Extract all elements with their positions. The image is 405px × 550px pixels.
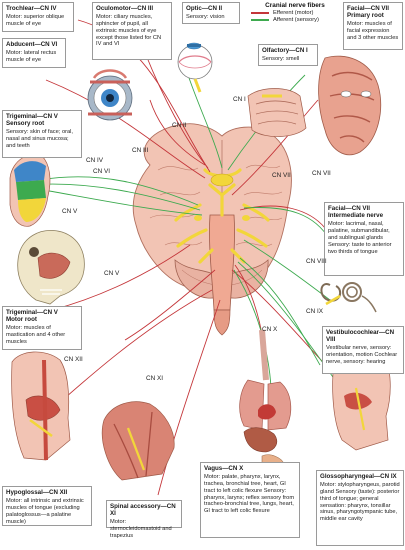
label-cn-viii: CN VIII <box>306 258 327 265</box>
facial-intermediate-text: Motor: lacrimal, nasal, palatine, subman… <box>328 221 392 255</box>
trigeminal-motor-subtitle: Motor root <box>6 316 37 324</box>
label-cn-xii: CN XII <box>64 356 83 363</box>
spinal-accessory-text: Motor: sternocleidomastoid and trapezius <box>110 519 172 539</box>
neck-muscles-illustration <box>101 401 175 481</box>
olfactory-text: Sensory: smell <box>262 56 300 63</box>
vestibulocochlear-box: Vestibulocochlear—CN VIII Vestibular ner… <box>322 326 404 374</box>
visceral-organs-illustration <box>239 329 292 469</box>
vestibulocochlear-title: Vestibulocochlear—CN VIII <box>326 329 395 344</box>
trigeminal-sensory-title: Trigeminal—CN V <box>6 113 58 120</box>
hypoglossal-box: Hypoglossal—CN XII Motor: all intrinsic … <box>2 486 92 526</box>
label-cn-v-motor: CN V <box>104 270 120 277</box>
inner-ear-illustration <box>320 282 377 313</box>
abducent-title: Abducent—CN VI <box>6 41 58 48</box>
label-cn-i: CN I <box>233 96 246 103</box>
facial-primary-text: Motor: muscles of facial expression and … <box>347 21 399 41</box>
facial-primary-title: Facial—CN VII <box>347 5 389 12</box>
vestibulocochlear-text: Vestibular nerve, sensory: orientation, … <box>326 345 398 365</box>
facial-muscles-illustration <box>318 55 382 156</box>
label-cn-vii-outer: CN VII <box>312 170 331 177</box>
label-cn-v-sensory: CN V <box>62 208 78 215</box>
facial-intermediate-title: Facial—CN VII <box>328 205 370 212</box>
skull-mastication-illustration <box>17 230 85 305</box>
label-cn-iii: CN III <box>132 147 149 154</box>
facial-primary-subtitle: Primary root <box>347 12 384 20</box>
facial-intermediate-subtitle: Intermediate nerve <box>328 212 384 220</box>
spinal-accessory-box: Spinal accessory—CN XI Motor: sternoclei… <box>106 500 182 539</box>
spinal-accessory-title: Spinal accessory—CN XI <box>110 503 176 518</box>
label-cn-vi: CN VI <box>93 168 111 175</box>
oculomotor-box: Oculomotor—CN III Motor: ciliary muscles… <box>92 2 172 60</box>
trigeminal-sensory-subtitle: Sensory root <box>6 120 45 128</box>
trigeminal-sensory-box: Trigeminal—CN V Sensory root Sensory: sk… <box>2 110 82 158</box>
abducent-text: Motor: lateral rectus muscle of eye <box>6 50 57 63</box>
trochlear-title: Trochlear—CN IV <box>6 5 57 12</box>
trigeminal-sensory-text: Sensory: skin of face; oral, nasal and s… <box>6 129 74 149</box>
olfactory-box: Olfactory—CN I Sensory: smell <box>258 44 318 66</box>
optic-text: Sensory: vision <box>186 14 225 21</box>
glossopharyngeal-title: Glossopharyngeal—CN IX <box>320 473 397 480</box>
glossopharyngeal-text: Motor: stylopharyngeus, parotid gland Se… <box>320 482 400 523</box>
trigeminal-face-regions-illustration <box>9 154 51 227</box>
eye-muscles-illustration <box>87 69 133 121</box>
label-cn-ix: CN IX <box>306 308 324 315</box>
oculomotor-title: Oculomotor—CN III <box>96 5 154 12</box>
nasal-cavity-illustration <box>247 88 307 137</box>
facial-intermediate-box: Facial—CN VII Intermediate nerve Motor: … <box>324 202 404 276</box>
glossopharyngeal-box: Glossopharyngeal—CN IX Motor: stylophary… <box>316 470 404 546</box>
label-cn-xi: CN XI <box>146 375 164 382</box>
label-cn-vii-inner: CN VII <box>272 172 291 179</box>
trochlear-box: Trochlear—CN IV Motor: superior oblique … <box>2 2 74 32</box>
vagus-text: Motor: palate, pharynx, larynx, trachea,… <box>204 474 295 515</box>
efferent-fibers <box>39 19 341 496</box>
legend-afferent: Afferent (sensory) <box>247 17 343 23</box>
legend-efferent: Efferent (motor) <box>247 10 343 16</box>
efferent-line-swatch <box>251 12 269 14</box>
trochlear-text: Motor: superior oblique muscle of eye <box>6 14 65 27</box>
trigeminal-motor-title: Trigeminal—CN V <box>6 309 58 316</box>
brain-inferior-view <box>132 123 292 336</box>
optic-eyeball-illustration <box>177 42 213 93</box>
legend-afferent-label: Afferent (sensory) <box>273 17 319 23</box>
olfactory-title: Olfactory—CN I <box>262 47 308 54</box>
vagus-title: Vagus—CN X <box>204 465 244 472</box>
label-cn-ii: CN II <box>172 122 187 129</box>
trigeminal-motor-text: Motor: muscles of mastication and 4 othe… <box>6 325 66 345</box>
label-cn-iv: CN IV <box>86 157 104 164</box>
hypoglossal-text: Motor: all intrinsic and extrinsic muscl… <box>6 498 84 525</box>
afferent-line-swatch <box>251 19 269 21</box>
label-cn-x: CN X <box>262 326 278 333</box>
oculomotor-text: Motor: ciliary muscles, sphincter of pup… <box>96 14 162 48</box>
legend-title: Cranial nerve fibers <box>265 2 325 9</box>
fiber-legend: Cranial nerve fibers Efferent (motor) Af… <box>247 2 343 30</box>
legend-efferent-label: Efferent (motor) <box>273 10 314 16</box>
optic-title: Optic—CN II <box>186 5 223 12</box>
abducent-box: Abducent—CN VI Motor: lateral rectus mus… <box>2 38 66 68</box>
optic-box: Optic—CN II Sensory: vision <box>182 2 240 24</box>
facial-primary-box: Facial—CN VII Primary root Motor: muscle… <box>343 2 403 50</box>
trigeminal-motor-box: Trigeminal—CN V Motor root Motor: muscle… <box>2 306 82 350</box>
hypoglossal-title: Hypoglossal—CN XII <box>6 489 68 496</box>
tongue-muscles-illustration <box>11 351 71 461</box>
vagus-box: Vagus—CN X Motor: palate, pharynx, laryn… <box>200 462 300 538</box>
